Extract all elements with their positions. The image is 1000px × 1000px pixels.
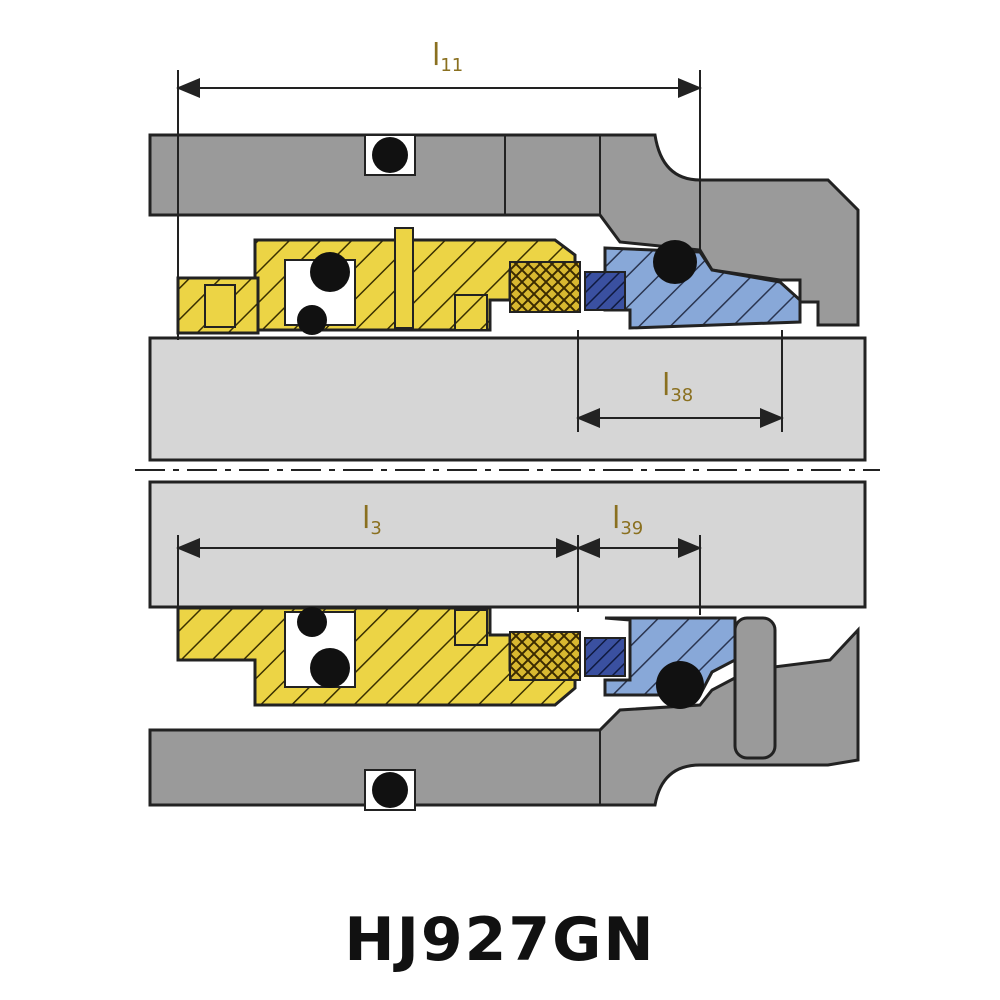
oring-housing-bottom-icon (372, 772, 408, 808)
oring-rotating-top-1-icon (310, 252, 350, 292)
oring-rotating-top-2-icon (297, 305, 327, 335)
set-screw-top-icon (204, 284, 236, 328)
shaft-upper (148, 336, 867, 462)
seat-insert-top (584, 271, 626, 311)
dimension-l38 (576, 330, 784, 432)
spring-top-icon (454, 294, 488, 331)
label-l39: l39 (612, 501, 643, 539)
oring-seat-bottom-icon (656, 661, 704, 709)
drive-pin-top-icon (394, 227, 414, 329)
seat-insert-bottom (584, 637, 626, 677)
carbon-face-top (509, 261, 581, 313)
label-l38: l38 (662, 368, 693, 406)
oring-seat-top-icon (653, 240, 697, 284)
label-l3: l3 (362, 501, 382, 539)
shaft-lower (148, 480, 867, 609)
anti-rotation-pin-icon (733, 616, 777, 760)
dimension-l11 (176, 70, 702, 340)
model-title: HJ927GN (344, 905, 656, 975)
oring-housing-top-icon (372, 137, 408, 173)
spring-bottom-icon (454, 609, 488, 646)
oring-rotating-bottom-2-icon (310, 648, 350, 688)
housing-bottom (148, 626, 860, 807)
dimension-l39 (576, 535, 702, 615)
carbon-face-bottom (509, 631, 581, 681)
label-l11: l11 (432, 38, 463, 76)
oring-rotating-bottom-1-icon (297, 607, 327, 637)
